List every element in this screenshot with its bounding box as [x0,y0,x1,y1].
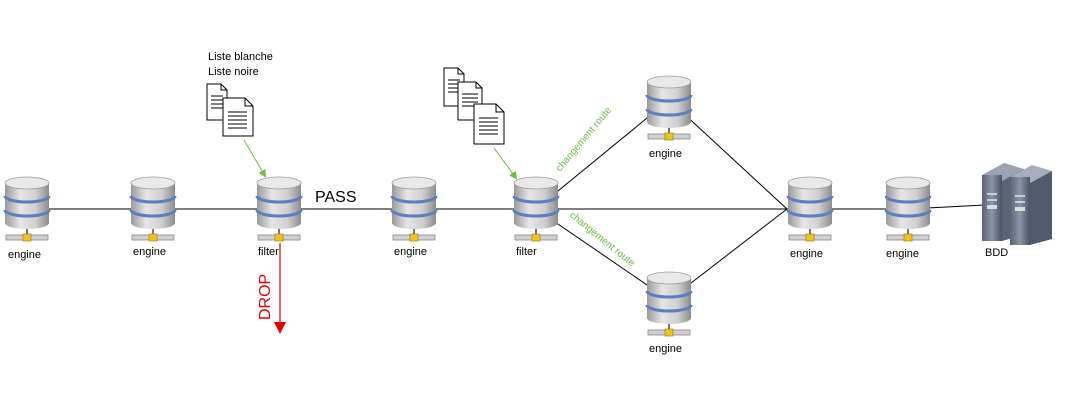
node-label: engine [649,343,682,355]
bdd-label: BDD [985,247,1008,259]
database-icon: filter [512,176,560,258]
database-icon: filter [255,176,303,258]
document-stack-icon [443,67,505,145]
server-icon [982,163,1052,245]
node-label: engine [886,248,919,260]
link-n5-n6 [535,99,670,210]
node-label: engine [649,148,682,160]
database-icon: engine [645,75,693,160]
database-icon: engine [645,271,693,355]
node-label: filter [258,246,279,258]
lists-label-blacklist: Liste noire [208,66,259,78]
node-label: engine [8,249,41,261]
route-label-bottom: changement route [567,210,637,270]
node-label: filter [516,246,537,258]
node-label: engine [133,246,166,258]
database-icon: engine [3,176,51,261]
document-stack-icon [206,83,254,137]
database-icon: engine [390,176,438,258]
pass-label: PASS [315,189,357,206]
link-n5-n7 [535,208,670,301]
route-label-top: changement route [554,105,615,174]
database-icon: engine [786,176,834,260]
node-label: engine [790,248,823,260]
list-arrow [243,139,267,178]
drop-label: DROP [257,274,274,320]
database-icon: engine [884,176,932,260]
lists-label-whitelist: Liste blanche [208,51,273,63]
database-icon: engine [129,176,177,258]
node-label: engine [394,246,427,258]
list-arrow [493,147,518,180]
